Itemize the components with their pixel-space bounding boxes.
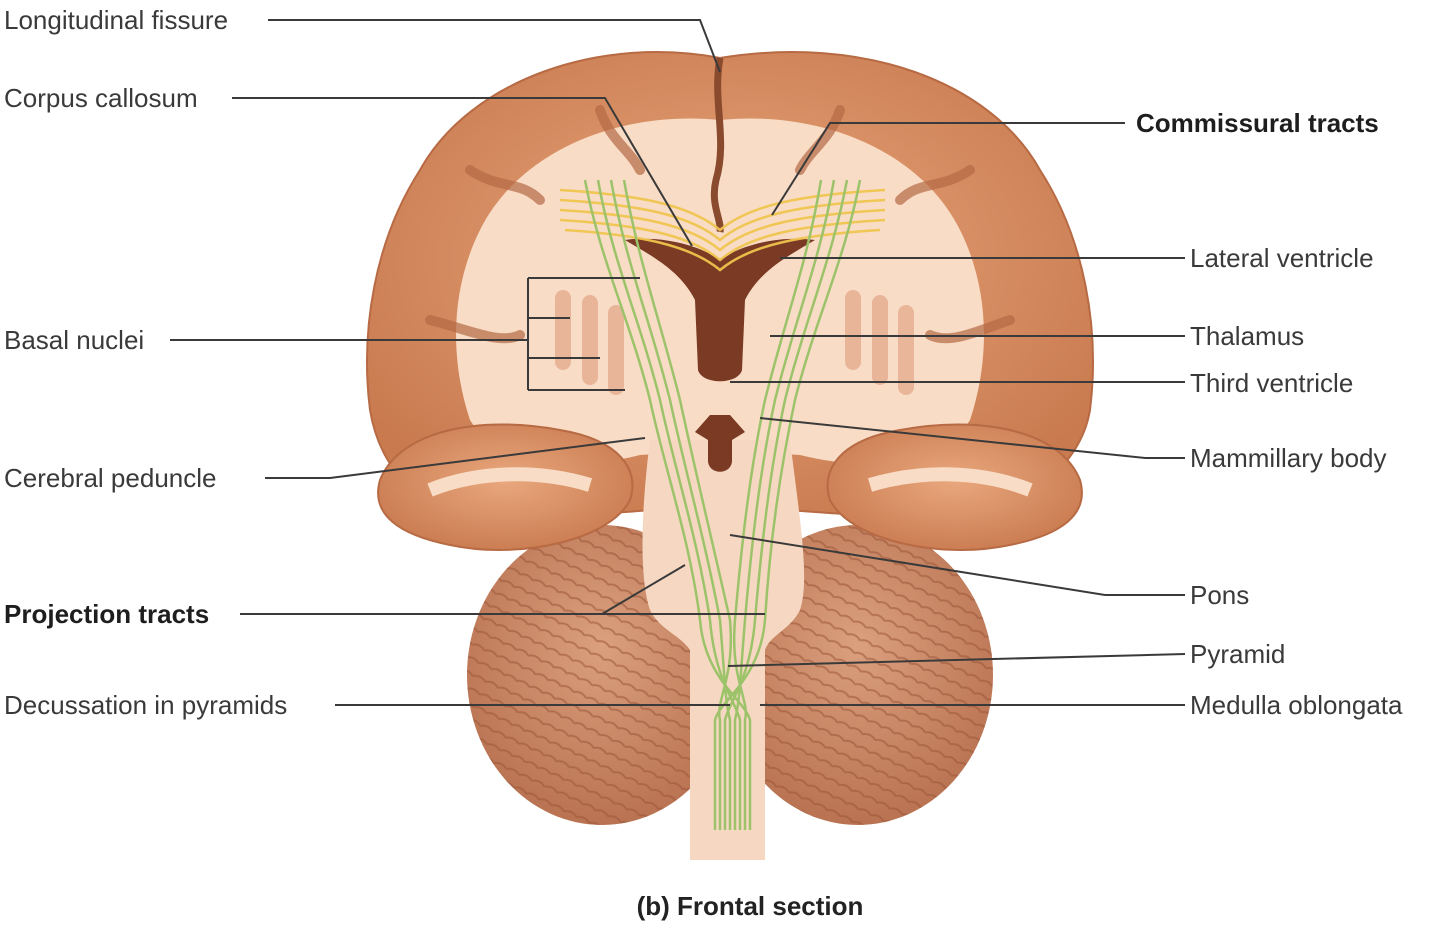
label-pons: Pons: [1190, 580, 1250, 610]
ventricles: [625, 238, 815, 472]
label-projection-tracts: Projection tracts: [4, 599, 210, 629]
temporal-lobes: [377, 423, 1083, 551]
projection-fibers: [583, 179, 862, 830]
figure-caption: (b) Frontal section: [636, 891, 864, 921]
label-cerebral-peduncle: Cerebral peduncle: [4, 463, 217, 493]
label-mammillary-body: Mammillary body: [1190, 443, 1387, 473]
basal-nuclei: [555, 290, 914, 395]
label-pyramid: Pyramid: [1190, 639, 1286, 669]
label-medulla-oblongata: Medulla oblongata: [1190, 690, 1403, 720]
label-corpus-callosum: Corpus callosum: [4, 83, 198, 113]
longitudinal-fissure-shape: [710, 57, 725, 233]
label-thalamus: Thalamus: [1190, 321, 1305, 351]
label-decussation-in-pyramids: Decussation in pyramids: [4, 690, 288, 720]
label-commissural-tracts: Commissural tracts: [1136, 108, 1379, 138]
label-basal-nuclei: Basal nuclei: [4, 325, 145, 355]
label-third-ventricle: Third ventricle: [1190, 368, 1354, 398]
label-lateral-ventricle: Lateral ventricle: [1190, 243, 1374, 273]
leader-lines: [170, 19, 1186, 706]
label-longitudinal-fissure: Longitudinal fissure: [4, 5, 229, 35]
